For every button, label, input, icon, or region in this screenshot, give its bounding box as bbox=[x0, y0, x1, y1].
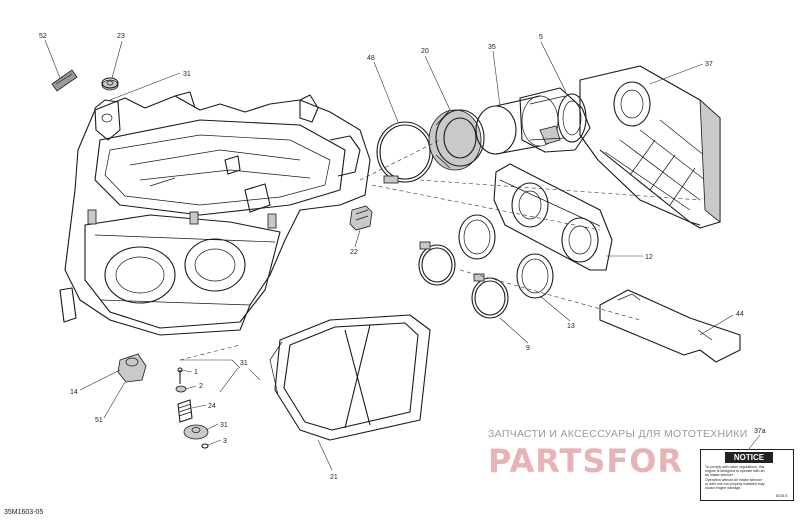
notice-line: air intake silencer. bbox=[705, 473, 734, 478]
assembly-lines bbox=[179, 139, 701, 361]
callout-20: 20 bbox=[421, 48, 429, 55]
callout-3: 3 bbox=[223, 438, 227, 445]
callout-24: 24 bbox=[208, 403, 216, 410]
part-52-decal bbox=[51, 69, 78, 92]
part-airbox-housing bbox=[59, 91, 371, 336]
callout-labels: 52 23 31 48 20 35 5 37 22 12 13 9 44 14 … bbox=[39, 33, 766, 481]
callout-13: 13 bbox=[567, 323, 575, 330]
notice-label-ref: 5031S bbox=[776, 493, 788, 498]
callout-22: 22 bbox=[350, 249, 358, 256]
callout-1: 1 bbox=[194, 369, 198, 376]
callout-44: 44 bbox=[736, 311, 744, 318]
notice-line: engine is designed to operate with an bbox=[705, 469, 765, 474]
part-44-plate bbox=[599, 289, 741, 363]
callout-52: 52 bbox=[39, 33, 47, 40]
callout-21: 21 bbox=[330, 474, 338, 481]
callout-23: 23 bbox=[117, 33, 125, 40]
callout-37: 37 bbox=[705, 61, 713, 68]
callout-14: 14 bbox=[70, 389, 78, 396]
callout-51: 51 bbox=[95, 417, 103, 424]
callout-48: 48 bbox=[367, 55, 375, 62]
part-9-clamps bbox=[418, 241, 509, 319]
part-37-silencer-cover bbox=[579, 65, 721, 229]
part-35-sleeve bbox=[475, 95, 559, 155]
hardware-stack bbox=[175, 367, 209, 449]
leader-lines bbox=[44, 39, 761, 471]
callout-31-bottom: 31 bbox=[220, 422, 228, 429]
notice-line: or with one not properly installed may bbox=[705, 481, 765, 486]
part-13-boots bbox=[458, 214, 554, 299]
drawing-number: 35M1603-05 bbox=[4, 509, 44, 516]
callout-37a: 37a bbox=[754, 428, 766, 435]
callout-9: 9 bbox=[526, 345, 530, 352]
part-12-adapter-plate bbox=[493, 163, 613, 271]
part-21-air-filter bbox=[269, 314, 431, 441]
callout-31-middle: 31 bbox=[240, 360, 248, 367]
part-37a-notice-label: NOTICE To comply with noise regulations,… bbox=[700, 449, 794, 501]
notice-line: Operation without air intake silencer bbox=[705, 477, 763, 482]
notice-line: cause engine damage. bbox=[705, 486, 742, 491]
notice-title: NOTICE bbox=[725, 452, 773, 463]
part-14-clip bbox=[117, 353, 147, 383]
callout-2: 2 bbox=[199, 383, 203, 390]
notice-line: To comply with noise regulations, this bbox=[705, 465, 765, 469]
callout-12: 12 bbox=[645, 254, 653, 261]
part-22-clip bbox=[349, 205, 373, 231]
callout-35: 35 bbox=[488, 44, 496, 51]
callout-31-top: 31 bbox=[183, 71, 191, 78]
part-20-coupling bbox=[428, 109, 485, 171]
part-48-clamp bbox=[376, 121, 434, 184]
callout-5: 5 bbox=[539, 34, 543, 41]
part-23-grommet bbox=[101, 77, 119, 91]
part-5-intake-tube bbox=[519, 87, 591, 153]
